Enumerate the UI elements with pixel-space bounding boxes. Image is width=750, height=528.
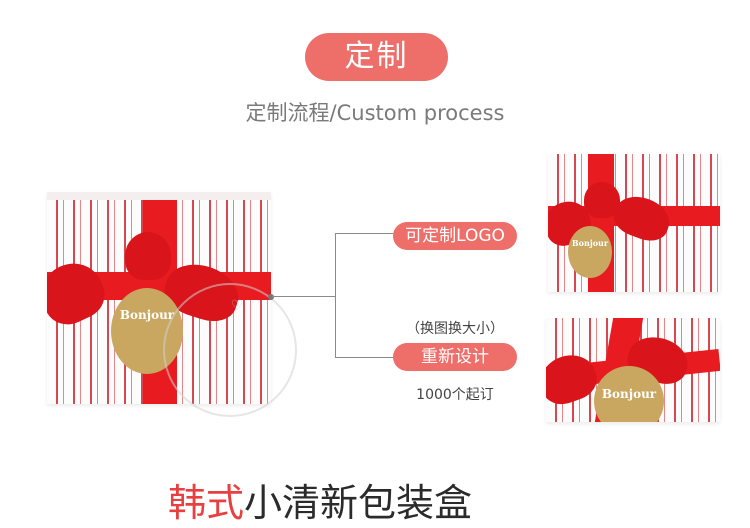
- section-subtitle: 定制流程/Custom process: [245, 101, 505, 125]
- bottom-heading-accent: 韩式: [168, 481, 245, 525]
- heart-icon: ♡: [231, 298, 244, 314]
- bottom-heading-rest: 小清新包装盒: [244, 481, 473, 525]
- connector-line: [335, 233, 336, 357]
- gift-tag: Bonjour: [568, 226, 612, 278]
- connector-line: [335, 357, 393, 358]
- resize-note: （换图换大小）: [406, 321, 504, 337]
- section-title-badge: 定制: [305, 33, 448, 81]
- box-lid-edge: [47, 192, 271, 200]
- redesign-badge: 重新设计: [393, 343, 517, 371]
- watermark-logo: [163, 283, 297, 417]
- thumbnail-logo-example: Bonjour: [548, 154, 720, 292]
- bottom-heading: 韩式小清新包装盒: [168, 478, 472, 528]
- min-order-note: 1000个起订: [416, 387, 494, 403]
- connector-dot: [268, 294, 274, 300]
- custom-logo-badge: 可定制LOGO: [393, 222, 517, 250]
- connector-line: [335, 233, 393, 234]
- thumbnail-redesign-example: Bonjour: [546, 318, 720, 422]
- gift-tag: Bonjour: [594, 366, 664, 422]
- connector-line: [272, 296, 335, 297]
